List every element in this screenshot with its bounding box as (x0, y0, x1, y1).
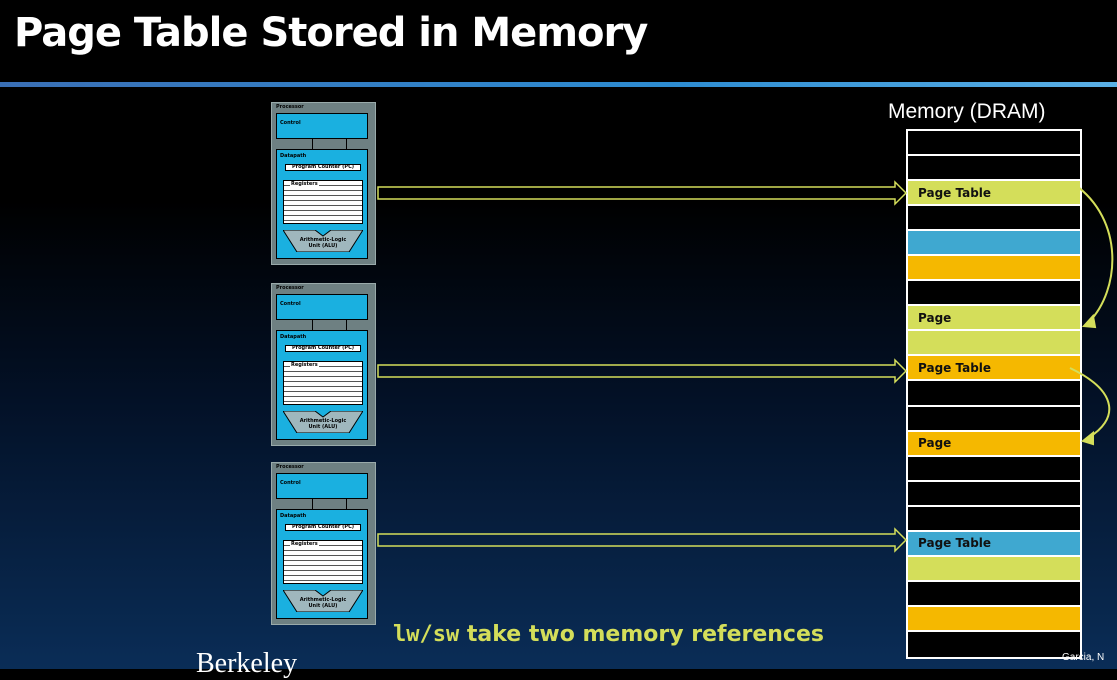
processor-label: Processor (276, 285, 304, 291)
caption: lw/sw take two memory references (393, 622, 824, 647)
memory-row (908, 481, 1080, 507)
datapath-label: Datapath (280, 153, 307, 159)
memory-row (908, 131, 1080, 157)
memory-row: Page Table (908, 356, 1080, 382)
program-counter: Program Counter (PC) (285, 345, 361, 352)
registers-label: Registers (290, 181, 319, 187)
memory-row (908, 631, 1080, 657)
datapath-unit: Datapath Program Counter (PC) Registers … (276, 149, 368, 259)
memory-row (908, 156, 1080, 182)
translation-arrow-1 (1073, 183, 1114, 323)
caption-code: lw/sw (393, 622, 460, 647)
connector-up (346, 139, 347, 149)
memory-row (908, 556, 1080, 582)
memory-label: Memory (DRAM) (888, 100, 1046, 123)
memory-row: Page Table (908, 531, 1080, 557)
connector-up (346, 499, 347, 509)
processor-diagram-3: Processor Control Datapath Program Count… (271, 462, 376, 625)
translation-arrowhead-1 (1081, 313, 1097, 329)
memory-row (908, 506, 1080, 532)
datapath-label: Datapath (280, 334, 307, 340)
access-arrow-2 (377, 358, 908, 384)
datapath-label: Datapath (280, 513, 307, 519)
control-label: Control (280, 120, 301, 126)
registers-block: Registers (283, 361, 363, 405)
processor-diagram-2: Processor Control Datapath Program Count… (271, 283, 376, 446)
memory-row (908, 281, 1080, 307)
connector-down (312, 139, 313, 149)
control-unit: Control (276, 294, 368, 320)
translation-arrowhead-2 (1080, 430, 1094, 446)
credit-text: Garcia, N (1062, 652, 1105, 663)
memory-row (908, 381, 1080, 407)
connector-down (312, 499, 313, 509)
slide-title: Page Table Stored in Memory (14, 10, 648, 56)
program-counter: Program Counter (PC) (285, 524, 361, 531)
memory-row (908, 606, 1080, 632)
connector-down (312, 320, 313, 330)
processor-diagram-1: Processor Control Datapath Program Count… (271, 102, 376, 265)
memory-row (908, 256, 1080, 282)
processor-label: Processor (276, 104, 304, 110)
memory-row (908, 231, 1080, 257)
control-label: Control (280, 480, 301, 486)
registers-block: Registers (283, 180, 363, 224)
datapath-unit: Datapath Program Counter (PC) Registers … (276, 509, 368, 619)
title-underline (0, 82, 1117, 87)
program-counter: Program Counter (PC) (285, 164, 361, 171)
memory-row (908, 581, 1080, 607)
control-unit: Control (276, 473, 368, 499)
translation-arrow-2 (1069, 367, 1111, 439)
access-arrow-3 (377, 527, 908, 553)
datapath-unit: Datapath Program Counter (PC) Registers … (276, 330, 368, 440)
registers-label: Registers (290, 362, 319, 368)
registers-block: Registers (283, 540, 363, 584)
processor-label: Processor (276, 464, 304, 470)
access-arrow-1 (377, 180, 908, 206)
control-label: Control (280, 301, 301, 307)
caption-text: take two memory references (459, 622, 824, 647)
berkeley-logo-text: Berkeley (196, 648, 298, 679)
connector-up (346, 320, 347, 330)
memory-row: Page (908, 431, 1080, 457)
memory-row (908, 206, 1080, 232)
memory-row: Page Table (908, 181, 1080, 207)
memory-row (908, 406, 1080, 432)
memory-row: Page (908, 306, 1080, 332)
control-unit: Control (276, 113, 368, 139)
registers-label: Registers (290, 541, 319, 547)
memory-row (908, 331, 1080, 357)
memory-row (908, 456, 1080, 482)
